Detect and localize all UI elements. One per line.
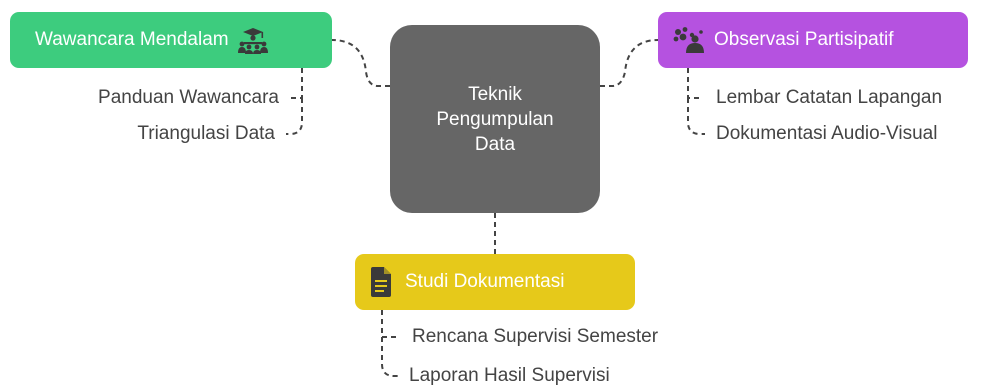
branch-observation-label: Observasi Partisipatif	[714, 29, 894, 50]
leaf-field-notes: Lembar Catatan Lapangan	[716, 87, 943, 108]
branch-interview: Wawancara Mendalam	[10, 12, 332, 68]
observation-icon	[672, 26, 706, 54]
central-topic-line-1: Teknik	[468, 83, 522, 105]
central-topic: Teknik Pengumpulan Data	[390, 25, 600, 213]
document-icon	[369, 267, 393, 297]
leaf-supervision-report: Laporan Hasil Supervisi	[409, 365, 610, 386]
leaf-data-triangulation: Triangulasi Data	[137, 123, 275, 144]
branch-documents: Studi Dokumentasi	[355, 254, 635, 310]
leaf-audio-visual: Dokumentasi Audio-Visual	[716, 123, 938, 144]
central-topic-line-3: Data	[474, 133, 516, 155]
leaf-interview-guide: Panduan Wawancara	[98, 87, 279, 108]
branch-documents-label: Studi Dokumentasi	[405, 271, 565, 292]
central-topic-line-2: Pengumpulan	[436, 108, 554, 130]
branch-observation: Observasi Partisipatif	[658, 12, 968, 68]
meeting-group-icon	[237, 26, 269, 54]
leaf-semester-plan: Rencana Supervisi Semester	[412, 326, 659, 347]
branch-interview-label: Wawancara Mendalam	[35, 29, 229, 50]
